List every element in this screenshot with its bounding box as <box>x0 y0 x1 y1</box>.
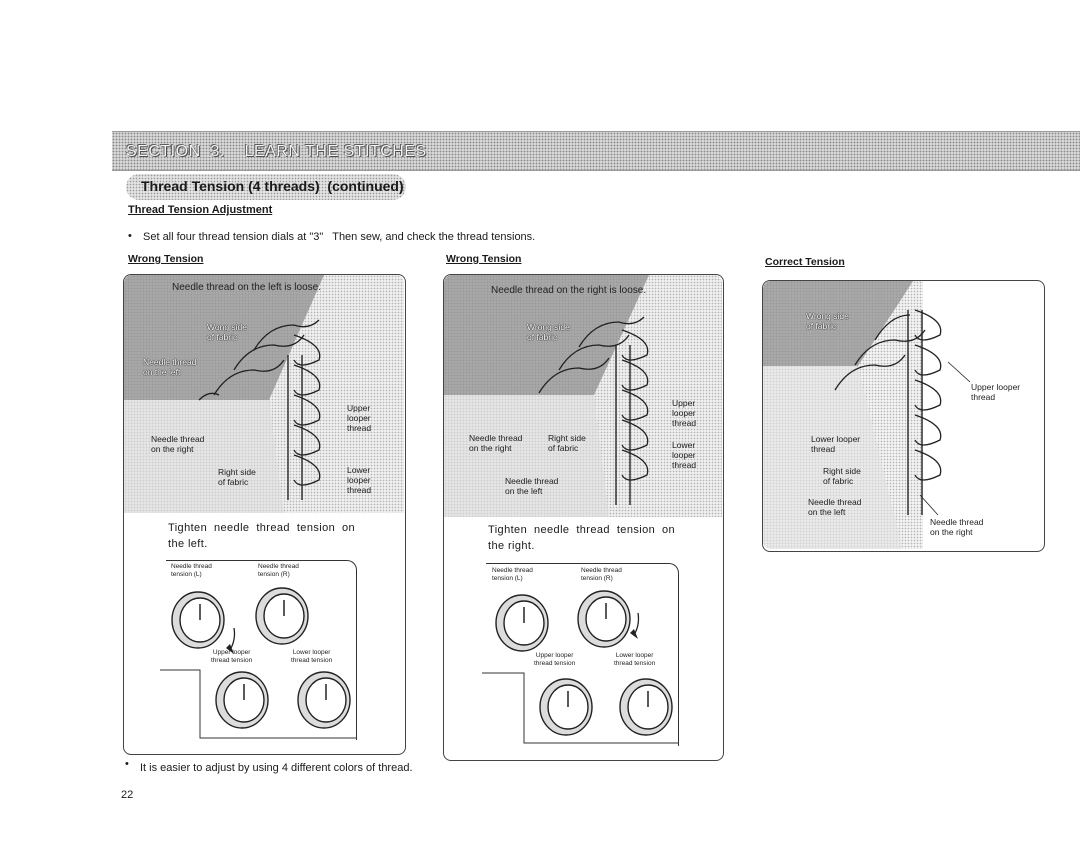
dial-label-needle-r: Needle thread tension (R) <box>258 563 299 578</box>
panel-1-header: Wrong Tension <box>128 253 204 265</box>
dial-label-upper-looper: Upper looper thread tension <box>534 652 576 667</box>
dial-label-needle-l: Needle thread tension (L) <box>171 563 212 578</box>
dial-label-needle-r: Needle thread tension (R) <box>581 567 622 582</box>
footer-bullet-marker: • <box>125 758 129 770</box>
dial-label-upper-looper: Upper looper thread tension <box>211 649 253 664</box>
bullet-marker: • <box>128 230 132 242</box>
label-upper-looper: Upper looper thread <box>672 398 697 428</box>
label-needle-right: Needle thread on the right <box>930 517 984 537</box>
panel-1-caption: Tighten needle thread tension on the lef… <box>168 522 356 550</box>
stitch-drawing <box>763 281 913 549</box>
label-lower-looper: Lower looper thread <box>672 440 697 470</box>
label-lower-looper: Lower looper thread <box>347 465 372 495</box>
dials-right <box>482 590 678 744</box>
label-needle-left: Needle thread on the left <box>808 497 862 517</box>
page-number: 22 <box>121 789 134 801</box>
dials-left <box>160 587 356 739</box>
stitch-illustration-right <box>444 275 722 517</box>
label-right-side: Right side of fabric <box>548 433 586 453</box>
stitch-drawing <box>444 275 649 517</box>
label-right-side: Right side of fabric <box>823 466 861 486</box>
label-lower-looper: Lower looper thread <box>811 434 861 454</box>
correct-stitches <box>834 309 971 516</box>
label-wrong-side: Wrong side of fabric <box>527 322 570 342</box>
panel-1-top-text: Needle thread on the left is loose. <box>172 282 321 293</box>
panel-2-caption: Tighten needle thread tension on the rig… <box>488 524 676 552</box>
section-banner <box>112 131 1080 171</box>
footer-note: It is easier to adjust by using 4 differ… <box>140 762 413 774</box>
dial-label-lower-looper: Lower looper thread tension <box>291 649 333 664</box>
stitch-illustration-left <box>124 275 404 513</box>
title-pill <box>126 174 406 200</box>
label-needle-left: Needle thread on the left <box>505 476 559 496</box>
label-wrong-side: Wong side of fabric <box>207 322 248 342</box>
stitch-illustration-correct <box>763 281 923 549</box>
label-upper-looper: Upper looper thread <box>971 382 1021 402</box>
label-needle-right: Needle thread on the right <box>151 434 205 454</box>
label-wrong-side: Wrong side of fabric <box>806 311 849 331</box>
label-needle-right: Needle thread on the right <box>469 433 523 453</box>
stitch-drawing <box>124 275 324 513</box>
subheading: Thread Tension Adjustment <box>128 204 273 216</box>
label-needle-left: Needle thread on the left <box>143 357 197 377</box>
panel-2-header: Wrong Tension <box>446 253 522 265</box>
dial-box-right <box>486 563 679 746</box>
panel-3-header: Correct Tension <box>765 256 845 268</box>
dial-box-left <box>166 560 357 740</box>
dial-label-needle-l: Needle thread tension (L) <box>492 567 533 582</box>
label-right-side: Right side of fabric <box>218 467 256 487</box>
section-title: SECTION 3. LEARN THE STITCHES <box>126 143 427 160</box>
dial-label-lower-looper: Lower looper thread tension <box>614 652 656 667</box>
page-heading: Thread Tension (4 threads) (continued) <box>141 178 404 194</box>
label-upper-looper: Upper looper thread <box>347 403 372 433</box>
instruction-text: Set all four thread tension dials at "3"… <box>143 231 536 243</box>
panel-2-top-text: Needle thread on the right is loose. <box>491 285 647 296</box>
